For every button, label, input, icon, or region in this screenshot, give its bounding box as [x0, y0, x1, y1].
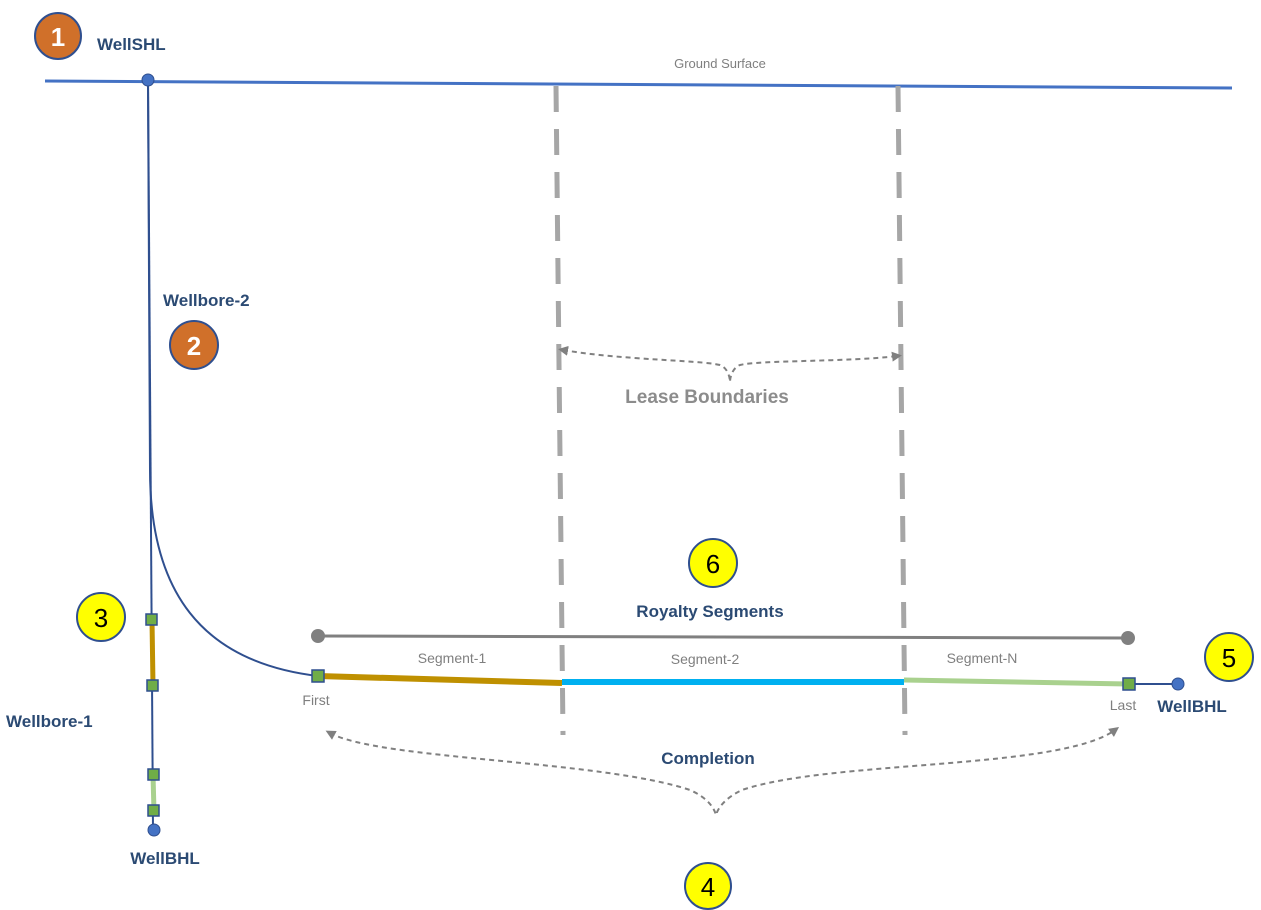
badge-5: 5 — [1204, 632, 1254, 682]
badge-3: 3 — [76, 592, 126, 642]
lease-boundary-right — [895, 85, 908, 736]
lease-boundaries-bracket — [558, 345, 902, 383]
wellbore-2-label: Wellbore-2 — [163, 291, 250, 310]
wellbore-1-marker — [145, 613, 158, 626]
svg-text:5: 5 — [1222, 643, 1236, 673]
first-label: First — [302, 692, 329, 708]
svg-text:2: 2 — [187, 331, 201, 361]
well-shl-label: WellSHL — [97, 35, 166, 54]
well-shl-node — [141, 73, 155, 87]
badge-6: 6 — [688, 538, 738, 588]
well-bhl-right-label: WellBHL — [1157, 697, 1227, 716]
badge-1: 1 — [34, 12, 82, 60]
lease-boundaries-label: Lease Boundaries — [625, 387, 789, 408]
wellbore-1-marker — [147, 804, 160, 817]
completion-label: Completion — [661, 749, 755, 768]
wellbore-2-line — [147, 79, 319, 677]
wellbore-1-marker — [147, 768, 160, 781]
segment-n-bar — [903, 677, 1129, 687]
wellbore-1-label: Wellbore-1 — [6, 712, 93, 731]
svg-text:3: 3 — [94, 603, 108, 633]
lease-boundary-left — [553, 85, 566, 736]
segment-1-bar — [317, 673, 563, 686]
badge-2: 2 — [169, 320, 219, 370]
well-bhl-left-label: WellBHL — [130, 849, 200, 868]
royalty-segments-line — [317, 634, 1129, 640]
first-marker — [311, 669, 325, 683]
svg-text:6: 6 — [706, 549, 720, 579]
segment-2-label: Segment-2 — [671, 651, 740, 667]
segment-1-label: Segment-1 — [418, 650, 487, 666]
royalty-start-node — [311, 629, 325, 643]
wellbore-1-marker — [146, 679, 159, 692]
svg-text:4: 4 — [701, 872, 715, 902]
well-bhl-right-node — [1171, 677, 1185, 691]
last-marker — [1122, 677, 1136, 691]
last-label: Last — [1110, 697, 1137, 713]
badge-4: 4 — [684, 862, 732, 910]
ground-surface-label: Ground Surface — [674, 56, 766, 71]
royalty-segments-label: Royalty Segments — [636, 602, 783, 621]
completion-bracket — [325, 727, 1120, 819]
svg-text:1: 1 — [51, 22, 65, 52]
wellbore-1-segment-gold — [149, 619, 156, 686]
royalty-end-node — [1121, 631, 1135, 645]
ground-surface-line — [44, 79, 1233, 90]
well-bhl-left-node — [147, 823, 161, 837]
segment-n-label: Segment-N — [947, 650, 1018, 666]
